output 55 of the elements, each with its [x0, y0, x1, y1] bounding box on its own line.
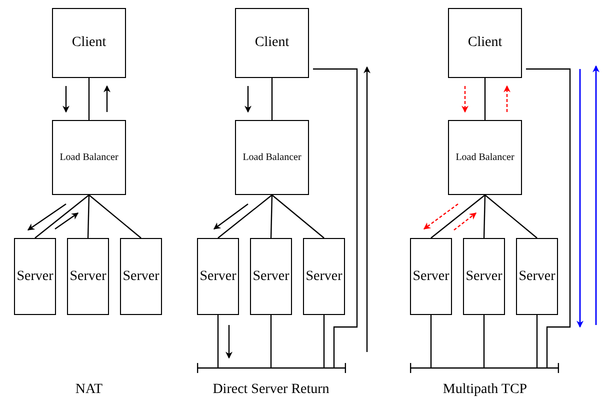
server-label: Server: [518, 268, 556, 284]
connector-line: [483, 194, 486, 238]
load-balancer-box: [52, 120, 126, 195]
connector-line: [218, 194, 272, 238]
connector-line: [536, 315, 538, 368]
connector-line: [483, 315, 485, 368]
client-box: [448, 8, 522, 78]
load-balancer-box: [235, 120, 309, 195]
connector-line: [217, 315, 219, 368]
client-label: Client: [468, 35, 502, 51]
load-balancer-label: Load Balancer: [456, 152, 514, 163]
panel-caption: Multipath TCP: [442, 382, 528, 398]
server-box: [197, 238, 239, 315]
client-box: [52, 8, 126, 78]
server-box: [120, 238, 162, 315]
connector-line: [270, 315, 272, 368]
client-label: Client: [72, 35, 106, 51]
server-label: Server: [70, 268, 106, 284]
server-label: Server: [252, 268, 290, 284]
server-label: Server: [122, 268, 160, 284]
client-label: Client: [254, 35, 290, 51]
connector-line: [484, 194, 538, 238]
load-balancer-box: [448, 120, 522, 195]
server-label: Server: [412, 268, 450, 284]
connector-line: [323, 315, 325, 368]
panel-caption: Direct Server Return: [212, 382, 330, 398]
connector-line: [88, 78, 90, 120]
connector-line: [88, 194, 142, 238]
panel-caption: NAT: [75, 382, 103, 398]
server-box: [410, 238, 452, 315]
server-label: Server: [200, 268, 236, 284]
server-box: [67, 238, 109, 315]
connector-line: [313, 68, 358, 368]
server-box: [463, 238, 505, 315]
server-label: Server: [16, 268, 54, 284]
server-box: [250, 238, 292, 315]
connector-line: [430, 315, 432, 368]
bus-bar: [410, 363, 559, 373]
connector-line: [87, 194, 90, 238]
server-box: [303, 238, 345, 315]
server-label: Server: [306, 268, 342, 284]
server-label: Server: [466, 268, 502, 284]
server-box: [516, 238, 558, 315]
connector-line: [526, 68, 571, 368]
connector-line: [271, 78, 273, 120]
server-box: [14, 238, 56, 315]
bus-bar: [197, 363, 346, 373]
connector-line: [430, 194, 486, 238]
load-balancer-label: Load Balancer: [242, 152, 302, 163]
connector-line: [484, 78, 486, 120]
connector-line: [34, 194, 90, 238]
connector-line: [272, 194, 324, 238]
load-balancer-label: Load Balancer: [60, 152, 118, 163]
connector-line: [270, 194, 273, 238]
client-box: [235, 8, 309, 78]
